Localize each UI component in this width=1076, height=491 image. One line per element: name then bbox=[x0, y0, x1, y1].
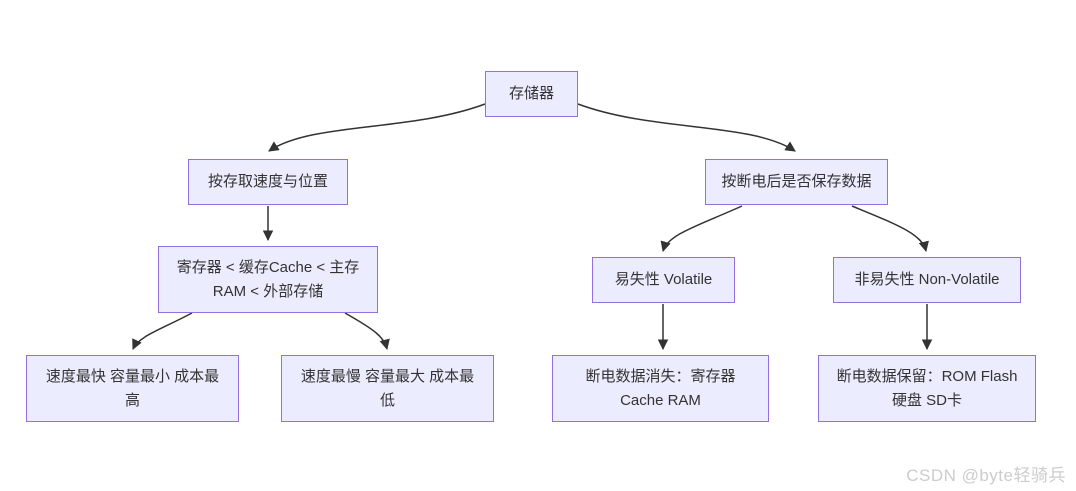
node-label: Cache RAM bbox=[620, 391, 701, 409]
edge-hierarchy-to-fastest bbox=[132, 312, 193, 350]
node-label: 速度最快 容量最小 成本最 bbox=[45, 368, 220, 386]
node-non-volatile: 非易失性 Non-Volatile bbox=[833, 257, 1021, 303]
node-by-power-retention: 按断电后是否保存数据 bbox=[705, 159, 888, 205]
node-label: 断电数据消失：寄存器 bbox=[585, 368, 736, 386]
node-label: 速度最慢 容量最大 成本最 bbox=[300, 368, 475, 386]
node-label: 按断电后是否保存数据 bbox=[721, 173, 872, 191]
node-speed-hierarchy: 寄存器 < 缓存Cache < 主存 RAM < 外部存储 bbox=[158, 246, 378, 313]
node-label: 低 bbox=[379, 391, 395, 409]
edge-storage-to-by-power bbox=[577, 103, 796, 152]
edge-hierarchy-to-slowest bbox=[344, 312, 390, 351]
node-slowest: 速度最慢 容量最大 成本最 低 bbox=[281, 355, 494, 422]
node-by-speed-location: 按存取速度与位置 bbox=[188, 159, 348, 205]
node-storage: 存储器 bbox=[485, 71, 578, 117]
node-volatile-detail: 断电数据消失：寄存器 Cache RAM bbox=[552, 355, 769, 422]
node-label: 断电数据保留：ROM Flash bbox=[836, 368, 1018, 386]
edge-by-power-to-volatile bbox=[660, 205, 743, 253]
edge-by-power-to-nonvolatile bbox=[851, 205, 929, 253]
node-label: 高 bbox=[124, 391, 140, 409]
node-label: 硬盘 SD卡 bbox=[891, 391, 962, 409]
node-label: 按存取速度与位置 bbox=[207, 173, 328, 191]
edge-storage-to-by-speed bbox=[268, 103, 486, 152]
node-label: 存储器 bbox=[508, 85, 554, 103]
csdn-watermark: CSDN @byte轻骑兵 bbox=[906, 466, 1066, 485]
node-volatile: 易失性 Volatile bbox=[592, 257, 735, 303]
node-label: 易失性 Volatile bbox=[614, 271, 713, 289]
node-nonvolatile-detail: 断电数据保留：ROM Flash 硬盘 SD卡 bbox=[818, 355, 1036, 422]
node-label: 非易失性 Non-Volatile bbox=[854, 271, 1000, 289]
node-fastest: 速度最快 容量最小 成本最 高 bbox=[26, 355, 239, 422]
node-label: RAM < 外部存储 bbox=[212, 282, 324, 300]
node-label: 寄存器 < 缓存Cache < 主存 bbox=[176, 259, 360, 277]
